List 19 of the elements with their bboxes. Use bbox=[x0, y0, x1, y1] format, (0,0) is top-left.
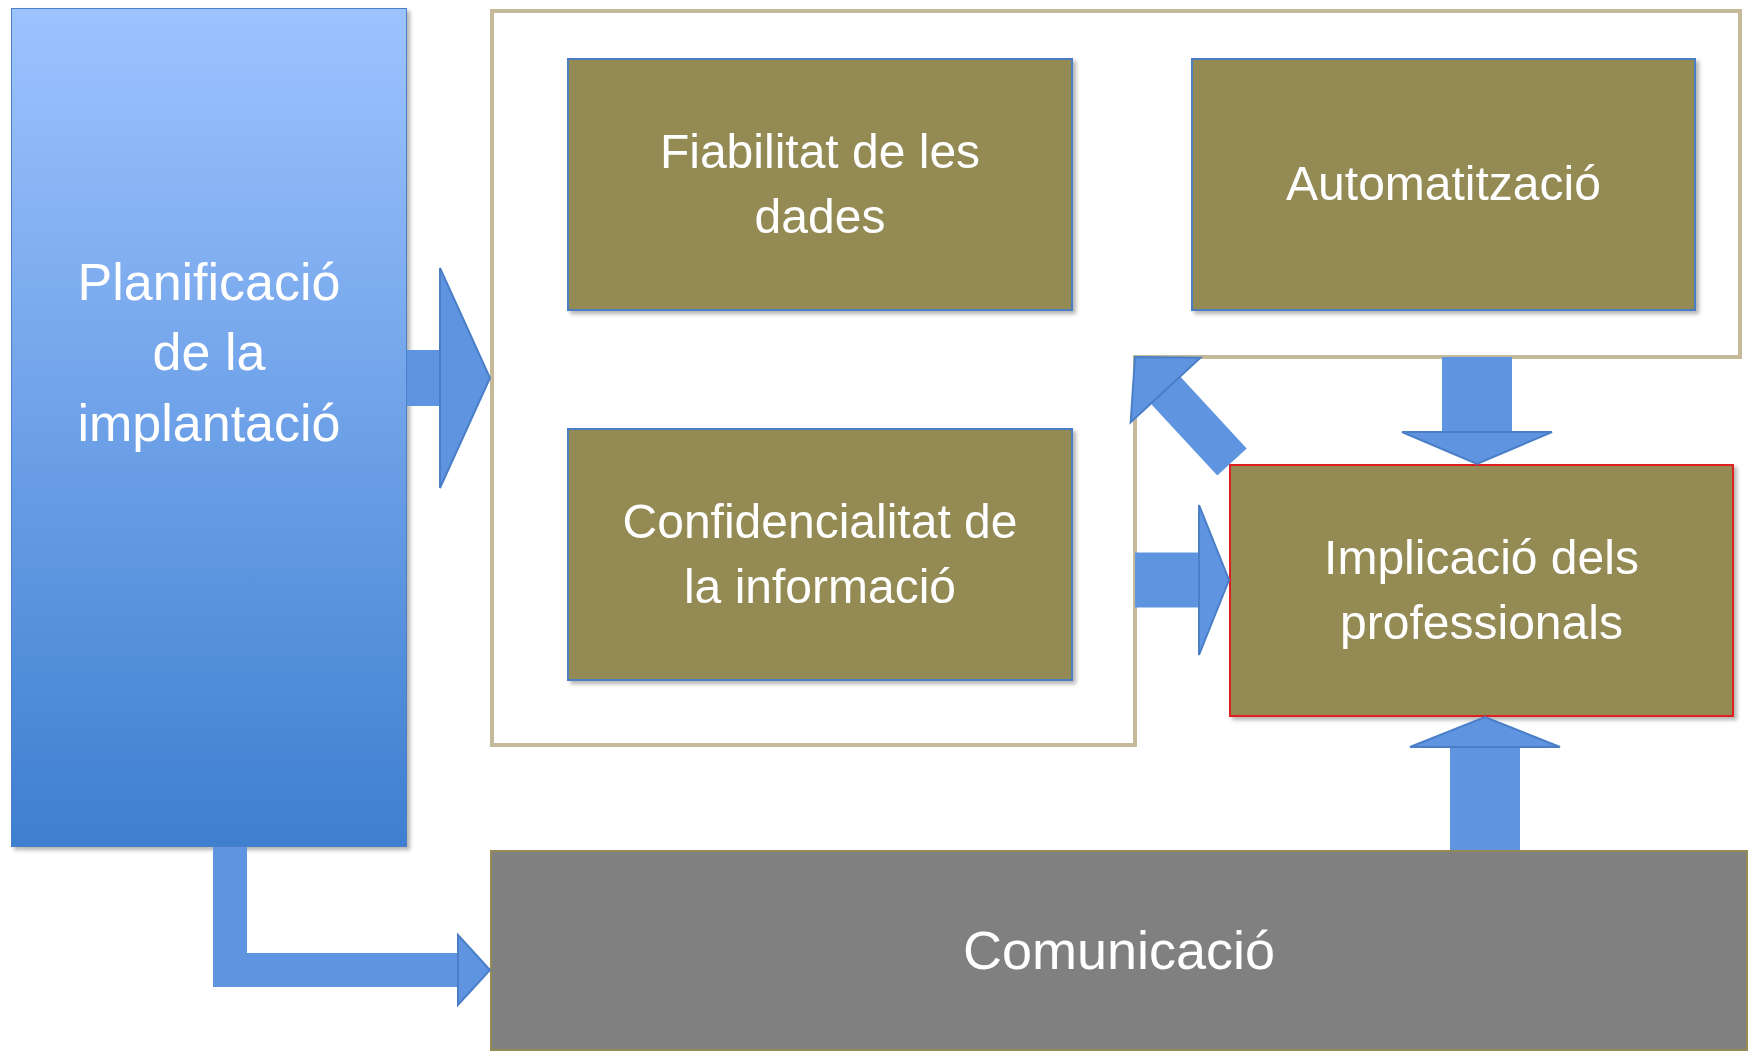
block-arrow bbox=[1135, 504, 1230, 656]
process-box bbox=[490, 850, 1748, 1051]
process-box bbox=[567, 58, 1073, 311]
box-label: Implicació dels professionals bbox=[1323, 529, 1640, 651]
block-arrow bbox=[213, 847, 491, 1006]
block-arrow bbox=[1401, 357, 1553, 465]
process-box bbox=[567, 428, 1073, 681]
process-box bbox=[11, 8, 407, 847]
process-box bbox=[1191, 58, 1696, 311]
box-label: Fiabilitat de les dades bbox=[658, 123, 982, 245]
box-label: Planificació de la implantació bbox=[76, 252, 342, 454]
process-box bbox=[1229, 464, 1734, 717]
block-arrow bbox=[407, 267, 491, 489]
box-label: Confidencialitat de la informació bbox=[621, 493, 1019, 615]
box-label: Comunicació bbox=[962, 919, 1276, 983]
block-arrow bbox=[1409, 716, 1561, 850]
block-arrow bbox=[1129, 356, 1247, 476]
box-label: Automatització bbox=[1286, 156, 1601, 213]
group-outline bbox=[490, 9, 1742, 747]
